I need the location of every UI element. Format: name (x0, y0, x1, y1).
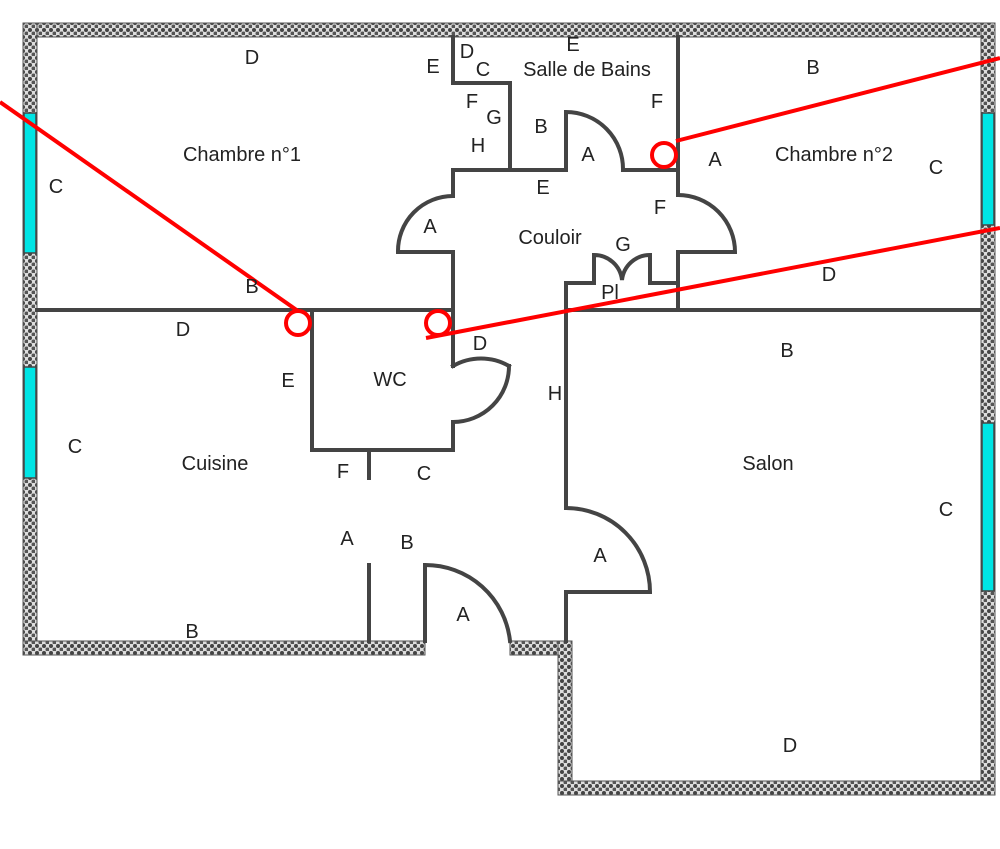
wall-label: F (651, 91, 663, 113)
room-wc: WC (373, 369, 406, 391)
wall-label: B (245, 276, 258, 298)
wall-label: C (49, 176, 63, 198)
wall-label: D (460, 41, 474, 63)
marker-circle (424, 309, 452, 337)
room-names: Chambre n°1 Chambre n°2 Salle de Bains C… (182, 59, 893, 475)
wall-label: H (471, 135, 485, 157)
wall-label: E (426, 56, 439, 78)
exterior-walls (22, 22, 996, 796)
marker-circle (650, 141, 678, 169)
marker-circle (284, 309, 312, 337)
wall-label: F (466, 91, 478, 113)
wall-label: B (185, 621, 198, 643)
room-couloir: Couloir (518, 227, 582, 249)
wall-label: B (780, 340, 793, 362)
wall-label: C (68, 436, 82, 458)
window-salon (981, 422, 995, 592)
wall-label: B (400, 532, 413, 554)
wall-label: B (534, 116, 547, 138)
room-salon: Salon (742, 453, 793, 475)
windows (23, 112, 995, 592)
wall-label: B (806, 57, 819, 79)
wall-label: A (708, 149, 722, 171)
wall-label: F (654, 197, 666, 219)
room-cuisine: Cuisine (182, 453, 249, 475)
wall-label: D (176, 319, 190, 341)
wall-label: C (417, 463, 431, 485)
window-cuisine (23, 366, 37, 479)
wall-label: C (476, 59, 490, 81)
wall-labels: D E D C E B F G H B A F A C C E F A G D … (49, 34, 953, 757)
wall-label: A (340, 528, 354, 550)
wall-label: A (423, 216, 437, 238)
wall-label: F (337, 461, 349, 483)
wall-label: A (456, 604, 470, 626)
wall-label: D (783, 735, 797, 757)
markers (0, 56, 1000, 340)
wall-label: A (581, 144, 595, 166)
wall-label: G (486, 107, 502, 129)
wall-label: H (548, 383, 562, 405)
wall-label: C (939, 499, 953, 521)
wall-label: C (929, 157, 943, 179)
wall-label: A (593, 545, 607, 567)
wall-label: E (281, 370, 294, 392)
window-chambre1 (23, 112, 37, 254)
wall-label: D (822, 264, 836, 286)
wall-label: E (536, 177, 549, 199)
room-salle-de-bains: Salle de Bains (523, 59, 651, 81)
room-chambre2: Chambre n°2 (775, 144, 893, 166)
wall-label: G (615, 234, 631, 256)
interior-walls (35, 35, 983, 644)
window-chambre2 (981, 112, 995, 226)
room-chambre1: Chambre n°1 (183, 144, 301, 166)
wall-label: D (473, 333, 487, 355)
room-placard: Pl (601, 282, 619, 304)
wall-label: E (566, 34, 579, 56)
wall-label: D (245, 47, 259, 69)
